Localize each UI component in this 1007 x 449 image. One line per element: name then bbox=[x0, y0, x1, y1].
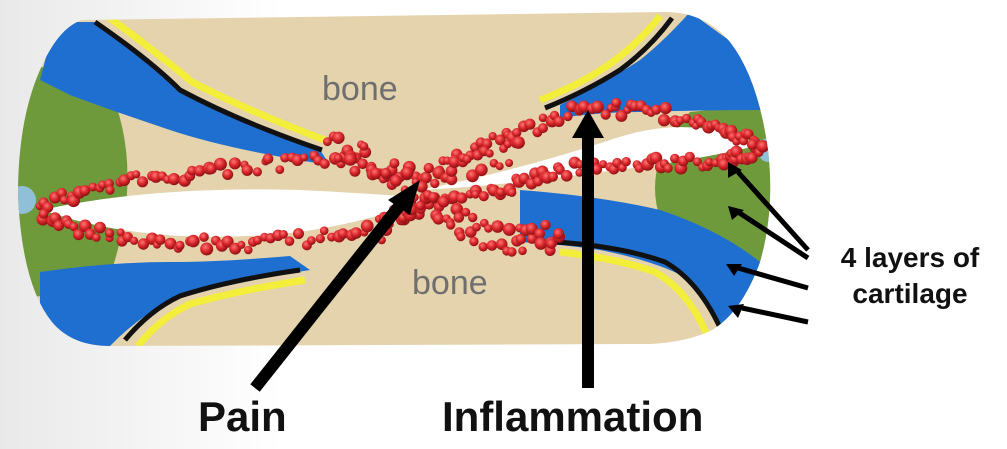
inflammation-cell bbox=[237, 241, 245, 249]
inflammation-cell bbox=[553, 228, 564, 239]
inflammation-cell bbox=[747, 139, 758, 150]
inflammation-cell bbox=[622, 157, 631, 166]
inflammation-cell bbox=[512, 136, 525, 149]
inflammation-cell bbox=[94, 222, 106, 234]
inflammation-cell bbox=[137, 176, 148, 187]
inflammation-cell bbox=[485, 149, 493, 157]
inflammation-cell bbox=[660, 102, 672, 114]
inflammation-cell bbox=[175, 241, 184, 250]
inflammation-cell bbox=[244, 246, 253, 255]
inflammation-cell bbox=[507, 247, 517, 257]
inflammation-cell bbox=[105, 186, 114, 195]
inflammation-cell bbox=[415, 201, 425, 211]
inflammation-cell bbox=[484, 224, 492, 232]
inflammation-cell bbox=[200, 243, 213, 256]
inflammation-cell bbox=[438, 196, 450, 208]
inflammation-cell bbox=[344, 153, 357, 166]
inflammation-cell bbox=[401, 167, 413, 179]
inflammation-cell bbox=[350, 227, 362, 239]
inflammation-cell bbox=[285, 236, 295, 246]
inflammation-cell bbox=[214, 158, 227, 171]
cartilage-callout: 4 layers of cartilage bbox=[815, 240, 1005, 312]
inflammation-cell bbox=[316, 234, 325, 243]
inflammation-cell bbox=[307, 236, 316, 245]
inflammation-cell bbox=[507, 188, 516, 197]
bone-top-label: bone bbox=[322, 70, 398, 109]
inflammation-cell bbox=[105, 229, 114, 238]
inflammation-cell bbox=[390, 175, 402, 187]
pain-label: Pain bbox=[198, 393, 287, 441]
inflammation-cell bbox=[428, 192, 438, 202]
cartilage-arrow-4 bbox=[742, 308, 808, 322]
inflammation-cell bbox=[155, 234, 166, 245]
inflammation-cell bbox=[535, 237, 548, 250]
inflammation-cell bbox=[320, 226, 329, 235]
inflammation-cell bbox=[651, 105, 661, 115]
inflammation-cell bbox=[487, 240, 498, 251]
inflammation-label: Inflammation bbox=[442, 393, 703, 441]
inflammation-cell bbox=[503, 223, 516, 236]
inflammation-cell bbox=[275, 165, 284, 174]
inflammation-cell bbox=[505, 159, 513, 167]
inflammation-cell bbox=[360, 142, 369, 151]
inflammation-cell bbox=[334, 154, 343, 163]
inflammation-cell bbox=[199, 232, 209, 242]
inflammation-cell bbox=[468, 213, 477, 222]
inflammation-cell bbox=[168, 173, 180, 185]
inflammation-cell bbox=[187, 235, 200, 248]
inflammation-cell bbox=[563, 112, 572, 121]
inflammation-cell bbox=[430, 179, 439, 188]
inflammation-cell bbox=[349, 166, 360, 177]
inflammation-cell bbox=[263, 153, 274, 164]
inflammation-cell bbox=[39, 209, 49, 219]
inflammation-cell bbox=[446, 220, 455, 229]
inflammation-cell bbox=[242, 165, 253, 176]
left-tip bbox=[8, 186, 36, 214]
inflammation-cell bbox=[253, 167, 262, 176]
inflammation-cell bbox=[456, 232, 465, 241]
inflammation-cell bbox=[471, 190, 480, 199]
cartilage-callout-line2: cartilage bbox=[815, 276, 1005, 312]
inflammation-cell bbox=[554, 116, 565, 127]
inflammation-cell bbox=[463, 155, 472, 164]
inflammation-cell bbox=[222, 169, 233, 180]
inflammation-cell bbox=[757, 140, 770, 153]
inflammation-cell bbox=[491, 220, 504, 233]
inflammation-cell bbox=[664, 164, 673, 173]
inflammation-cell bbox=[538, 123, 548, 133]
inflammation-cell bbox=[611, 98, 621, 108]
inflammation-cell bbox=[518, 247, 527, 256]
inflammation-cell bbox=[475, 164, 488, 177]
inflammation-cell bbox=[381, 168, 392, 179]
inflammation-cell bbox=[130, 237, 138, 245]
inflammation-cell bbox=[300, 154, 308, 162]
inflammation-cell bbox=[561, 170, 573, 182]
inflammation-cell bbox=[472, 223, 481, 232]
inflammation-cell bbox=[504, 140, 512, 148]
inflammation-cell bbox=[658, 114, 670, 126]
inflammation-cell bbox=[540, 220, 550, 230]
inflammation-cell bbox=[479, 191, 489, 201]
inflammation-cell bbox=[332, 132, 344, 144]
cartilage-callout-line1: 4 layers of bbox=[815, 240, 1005, 276]
inflammation-cell bbox=[389, 158, 399, 168]
inflammation-cell bbox=[320, 159, 330, 169]
inflammation-cell bbox=[524, 119, 535, 130]
inflammation-cell bbox=[496, 162, 504, 170]
inflammation-cell bbox=[479, 242, 488, 251]
bone-bottom-label: bone bbox=[412, 264, 488, 303]
inflammation-cell bbox=[469, 237, 478, 246]
inflammation-cell bbox=[361, 220, 374, 233]
inflammation-cell bbox=[229, 157, 241, 169]
inflammation-cell bbox=[92, 233, 100, 241]
inflammation-cell bbox=[293, 228, 304, 239]
inflammation-cell bbox=[132, 170, 140, 178]
